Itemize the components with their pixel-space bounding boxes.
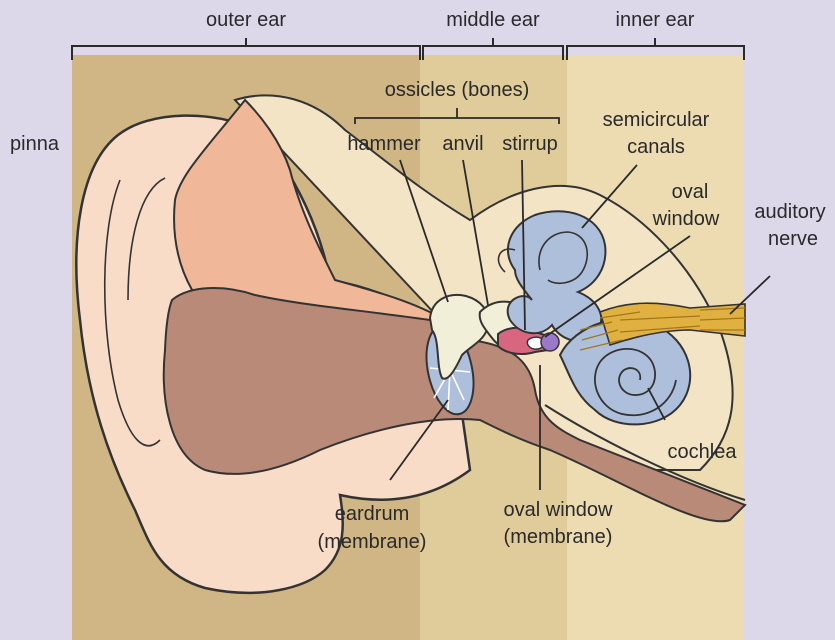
middle-ear-title: middle ear [446, 9, 540, 31]
label-hammer: hammer [347, 133, 421, 155]
label-oval-window-bottom-line2: (membrane) [504, 526, 613, 548]
label-anvil: anvil [442, 133, 483, 155]
label-semicircular-line2: canals [627, 136, 685, 158]
semicircular-canals [508, 211, 606, 341]
label-semicircular-line1: semicircular [603, 109, 710, 131]
label-oval-window-top-line1: oval [672, 181, 709, 203]
label-auditory-line1: auditory [754, 201, 825, 223]
oval-window [541, 333, 559, 351]
inner-ear-title: inner ear [616, 9, 695, 31]
label-ossicles: ossicles (bones) [385, 79, 530, 101]
label-oval-window-bottom-line1: oval window [504, 499, 614, 521]
label-pinna: pinna [10, 133, 60, 155]
label-oval-window-top-line2: window [652, 208, 720, 230]
label-stirrup: stirrup [502, 133, 558, 155]
outer-ear-title: outer ear [206, 9, 286, 31]
label-eardrum-line2: (membrane) [318, 531, 427, 553]
label-auditory-line2: nerve [768, 228, 818, 250]
label-eardrum-line1: eardrum [335, 503, 409, 525]
label-cochlea: cochlea [668, 441, 738, 463]
